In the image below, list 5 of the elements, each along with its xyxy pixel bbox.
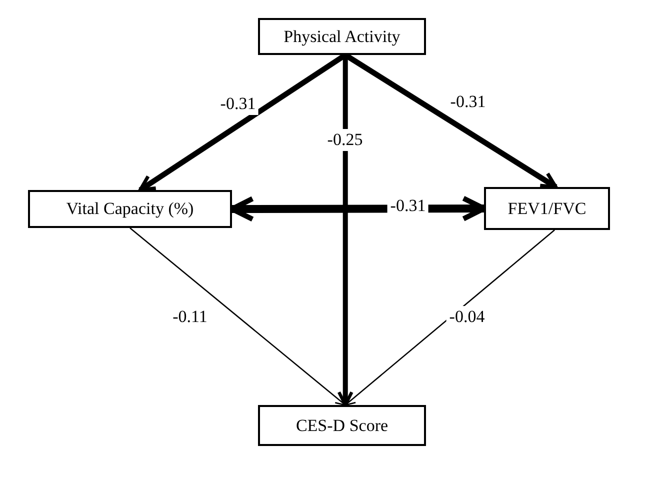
variable-box: CES-D Score (258, 405, 426, 446)
variable-box: FEV1/FVC (484, 187, 610, 230)
variable-box: Vital Capacity (%) (28, 190, 232, 228)
variable-box: Physical Activity (258, 18, 426, 55)
arrow (344, 230, 555, 406)
